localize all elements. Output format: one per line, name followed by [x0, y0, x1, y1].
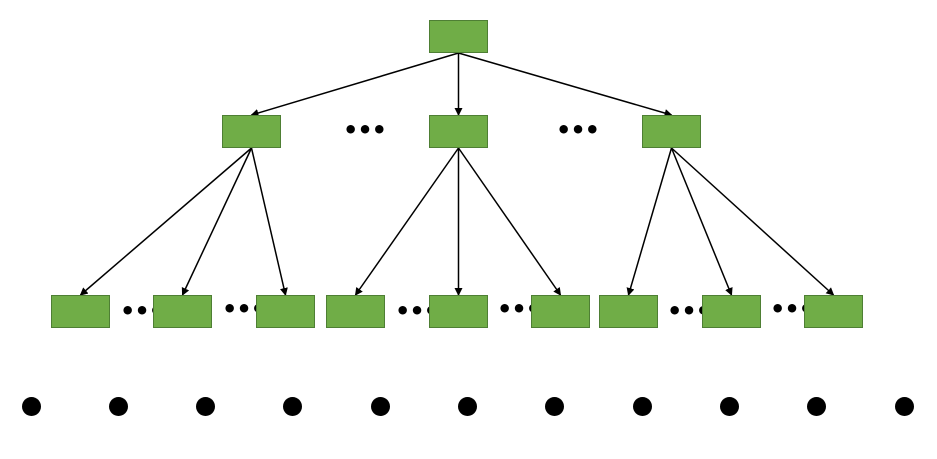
level2-node-l2-9: [804, 295, 863, 328]
edge-l1-right-to-l2-8: [670, 147, 733, 296]
level1-ellipsis-2: •••: [556, 116, 600, 144]
level2-node-l2-1: [51, 295, 110, 328]
level1-node-l1-middle: [429, 115, 488, 148]
edge-root-to-l1-right: [458, 52, 673, 117]
edge-root-to-l1-left: [250, 52, 459, 117]
level1-node-l1-left: [222, 115, 281, 148]
level1-ellipsis-1: •••: [343, 116, 387, 144]
continuation-dot: [283, 396, 303, 416]
level2-node-l2-7: [599, 295, 658, 328]
continuation-dot: [894, 396, 914, 416]
continuation-dot: [807, 396, 827, 416]
edge-l1-left-to-l2-1: [79, 147, 252, 296]
edge-l1-left-to-l2-3: [250, 147, 288, 296]
edge-l1-right-to-l2-7: [626, 147, 673, 296]
continuation-dot: [719, 396, 739, 416]
level2-node-l2-8: [702, 295, 761, 328]
continuation-dot: [632, 396, 652, 416]
root-node-root: [429, 20, 488, 53]
continuation-dot: [108, 396, 128, 416]
edge-l1-middle-to-l2-6: [457, 147, 562, 296]
level2-node-l2-5: [429, 295, 488, 328]
level2-node-l2-4: [326, 295, 385, 328]
edge-l1-middle-to-l2-4: [354, 147, 460, 296]
edge-l1-right-to-l2-9: [670, 147, 835, 296]
level1-node-l1-right: [642, 115, 701, 148]
continuation-dot: [458, 396, 477, 416]
continuation-dot: [370, 396, 390, 416]
level2-node-l2-3: [256, 295, 315, 328]
edge-l1-left-to-l2-2: [181, 147, 253, 296]
continuation-dot: [21, 396, 41, 416]
continuation-dot: [545, 396, 565, 416]
continuation-dot: [196, 396, 216, 416]
level2-node-l2-6: [531, 295, 590, 328]
level2-node-l2-2: [153, 295, 212, 328]
